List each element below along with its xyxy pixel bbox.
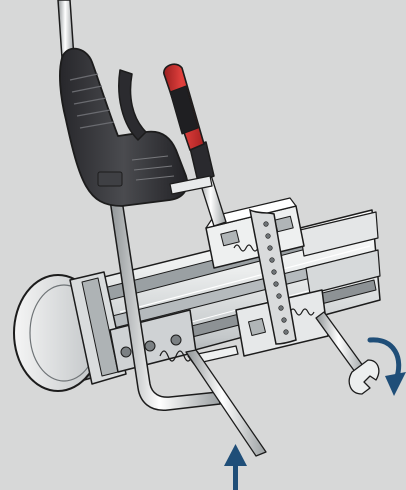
hex-key-long-arm bbox=[185, 349, 267, 457]
tee-bar bbox=[169, 175, 213, 195]
wrench-hook bbox=[118, 69, 147, 141]
strap-band bbox=[248, 208, 297, 345]
clamp-bolt-left bbox=[220, 229, 240, 247]
lower-clamp-spring bbox=[289, 308, 315, 316]
mounting-strap bbox=[248, 208, 297, 345]
lower-clamp-bolt bbox=[248, 318, 266, 336]
screwdriver bbox=[163, 63, 227, 227]
wrench-jaw bbox=[348, 359, 380, 395]
up-arrow-icon bbox=[224, 444, 247, 490]
bolt bbox=[120, 346, 132, 358]
rotation-arrow-icon bbox=[367, 337, 406, 396]
right-sleeve bbox=[299, 211, 379, 257]
strap-holes bbox=[263, 221, 289, 335]
hex-key bbox=[185, 345, 267, 457]
rotation-arrow-head bbox=[385, 372, 406, 396]
right-sleeve-2 bbox=[305, 249, 381, 295]
pipe-edge-line bbox=[119, 245, 371, 313]
grip-detail bbox=[131, 155, 175, 181]
bolt bbox=[170, 334, 182, 346]
screwdriver-grip-black bbox=[169, 85, 199, 135]
open-end-wrench bbox=[315, 311, 380, 395]
clamp-spring bbox=[233, 244, 259, 252]
up-arrow-head bbox=[224, 444, 247, 466]
grip-ribs bbox=[69, 73, 115, 129]
grip-window bbox=[97, 171, 123, 187]
up-arrow-shaft bbox=[233, 462, 238, 490]
bolt bbox=[144, 340, 156, 352]
